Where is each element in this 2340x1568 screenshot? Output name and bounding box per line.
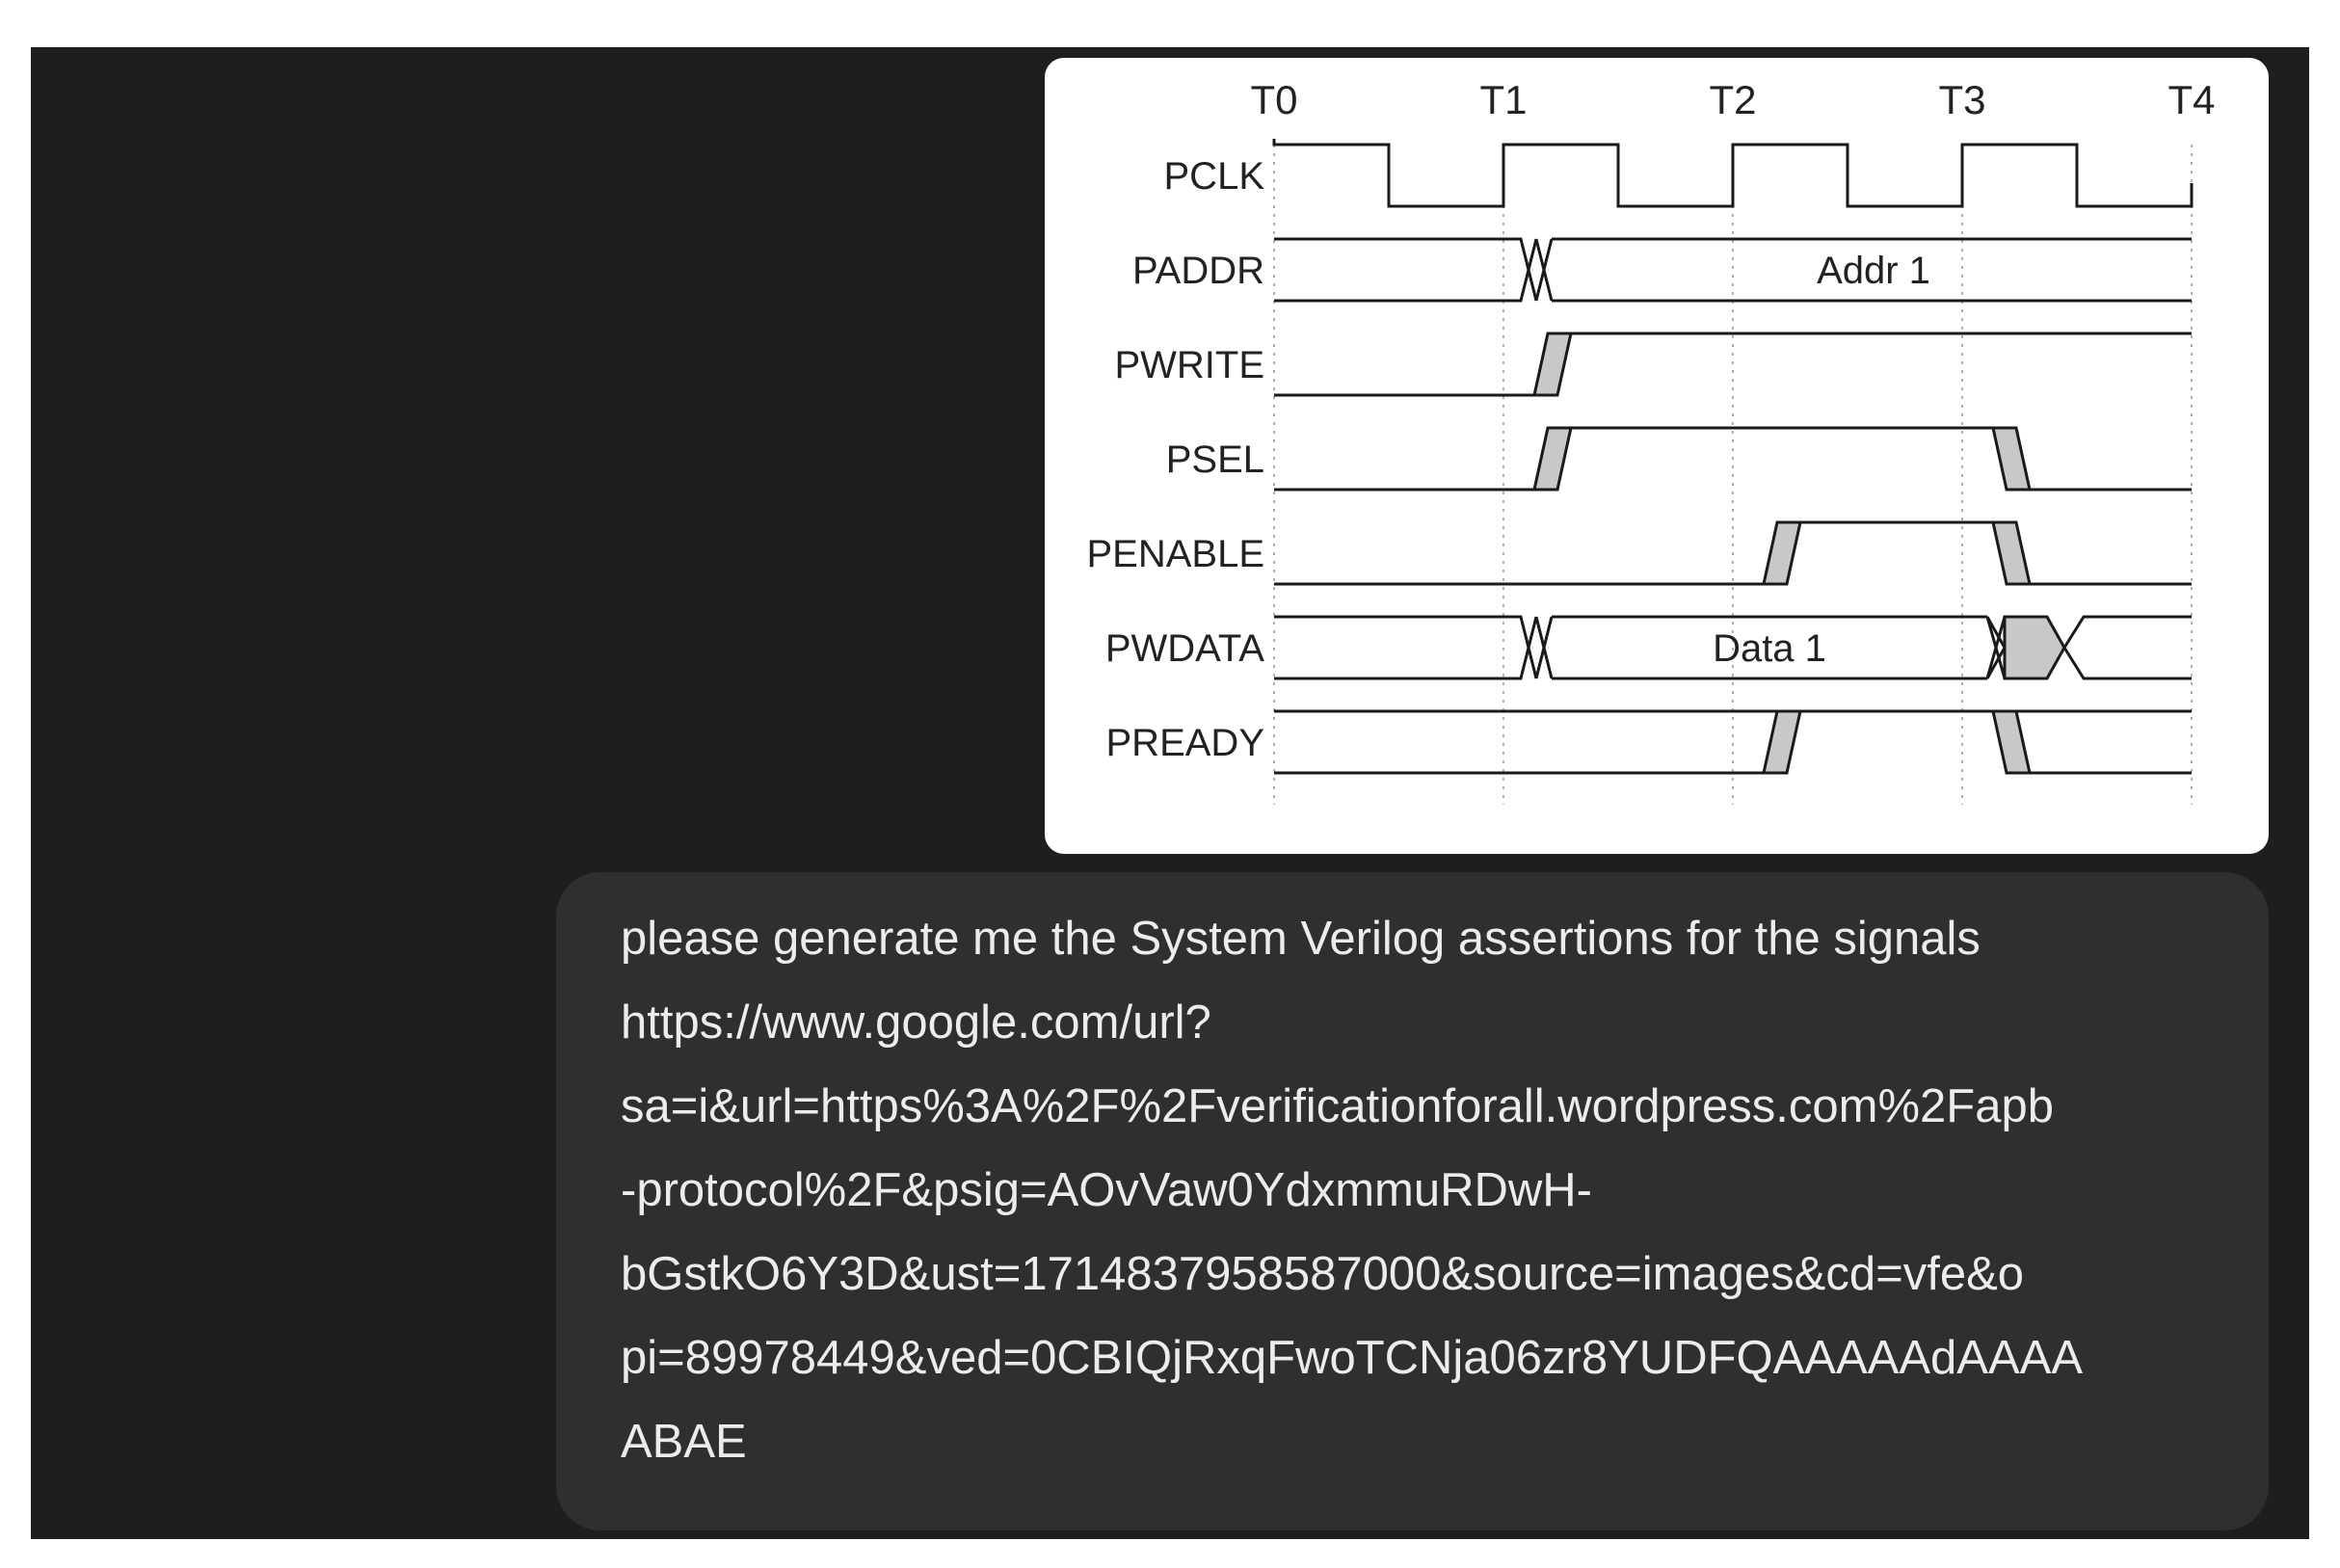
pready-fall	[1991, 709, 2032, 775]
time-marker-t2: T2	[1709, 77, 1756, 122]
pwdata-bottom-end	[2062, 647, 2192, 680]
timing-gridlines	[1273, 145, 2193, 805]
penable-fall	[1991, 520, 2032, 586]
paddr-edge-d	[1534, 238, 1554, 302]
time-marker-t0: T0	[1250, 77, 1297, 122]
user-message-text: please generate me the System Verilog as…	[621, 913, 2084, 1468]
pready-rise	[1762, 709, 1802, 775]
time-markers: T0 T1 T2 T3 T4	[1250, 77, 2215, 122]
pwdata-edge-a	[1274, 615, 1538, 679]
signal-label-pwrite: PWRITE	[1114, 344, 1264, 386]
signal-labels: PCLK PADDR PWRITE PSEL PENABLE PWDATA PREADY	[1086, 155, 1264, 764]
pclk-waveform	[1272, 139, 2194, 208]
time-marker-t1: T1	[1479, 77, 1527, 122]
signal-label-pready: PREADY	[1106, 722, 1265, 764]
time-marker-t4: T4	[2167, 77, 2215, 122]
signal-label-psel: PSEL	[1166, 439, 1264, 481]
user-message-bubble: please generate me the System Verilog as…	[556, 872, 2269, 1530]
psel-rise	[1532, 426, 1573, 492]
chat-window: T0 T1 T2 T3 T4 PCLK PADDR PWRITE PSEL PENABLE PWD…	[31, 47, 2309, 1539]
pwrite-rise	[1532, 332, 1573, 397]
pwdata-x-b	[1985, 616, 2007, 679]
time-marker-t3: T3	[1938, 77, 1985, 122]
pwdata-edge-d	[1534, 616, 1554, 679]
paddr-value: Addr 1	[1817, 250, 1930, 292]
pwdata-transition-t3	[1985, 615, 2066, 680]
psel-fall	[1991, 426, 2032, 492]
signal-label-penable: PENABLE	[1086, 533, 1264, 575]
pwdata-edge-b	[1274, 616, 1538, 680]
signal-label-paddr: PADDR	[1132, 250, 1264, 292]
signal-label-pwdata: PWDATA	[1105, 627, 1264, 670]
paddr-edge-a	[1274, 237, 1538, 302]
attached-image[interactable]: T0 T1 T2 T3 T4 PCLK PADDR PWRITE PSEL PENABLE PWD…	[1045, 58, 2269, 854]
paddr-edge-b	[1274, 238, 1538, 303]
pwdata-top-end	[2062, 615, 2192, 649]
penable-rise	[1762, 520, 1802, 586]
signal-label-pclk: PCLK	[1164, 155, 1265, 198]
pwdata-value: Data 1	[1713, 627, 1826, 670]
signal-waveforms: Addr 1 Data 1	[1272, 139, 2194, 775]
apb-timing-diagram: T0 T1 T2 T3 T4 PCLK PADDR PWRITE PSEL PENABLE PWD…	[1086, 77, 2216, 805]
